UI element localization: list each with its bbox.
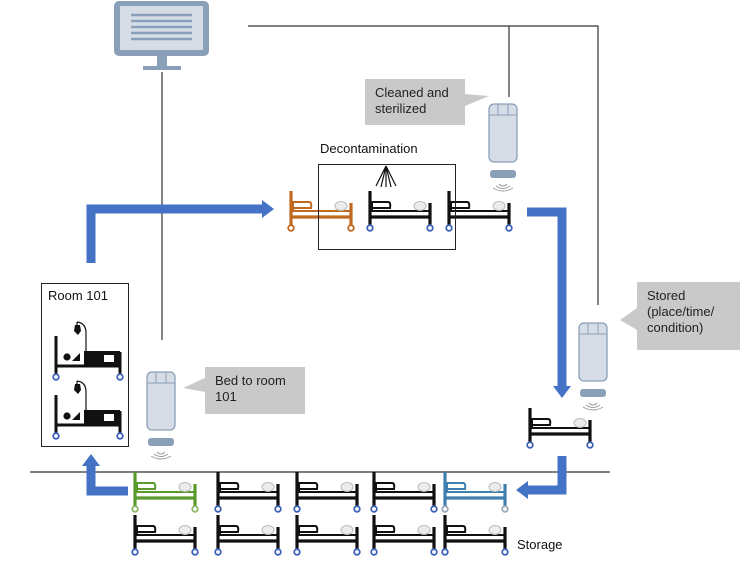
arrow-storage-to-room <box>82 454 128 496</box>
callout-line: condition) <box>647 320 704 335</box>
decontamination-box <box>318 164 456 250</box>
hospital-bed-icon <box>366 191 434 232</box>
storage-bed-icon <box>370 472 438 513</box>
storage-bed-icon <box>131 515 199 556</box>
occupied-bed-with-iv-icon <box>52 321 124 381</box>
beds <box>52 191 594 556</box>
callout-line: Cleaned and <box>375 85 449 100</box>
rfid-reader-icon <box>578 322 608 411</box>
rfid-reader-icon <box>488 103 518 192</box>
stored-bed-icon <box>526 408 594 449</box>
storage-bed-icon <box>214 515 282 556</box>
rfid-readers <box>146 103 608 460</box>
arrow-decon-to-stored <box>527 207 571 398</box>
storage-bed-icon <box>441 515 509 556</box>
callout-bed-to-room: Bed to room 101 <box>205 367 305 414</box>
room-label: Room 101 <box>48 288 108 303</box>
callout-stored: Stored (place/time/ condition) <box>637 282 740 350</box>
arrowhead <box>516 481 528 499</box>
callout-pointer-stored <box>620 308 637 330</box>
decontamination-spray-icon <box>375 165 397 188</box>
hospital-bed-icon <box>445 191 513 232</box>
occupied-bed-with-iv-icon <box>52 380 124 440</box>
callout-line: 101 <box>215 389 237 404</box>
contaminated-bed-icon <box>287 191 355 232</box>
arrowhead <box>553 386 571 398</box>
arrow-room-to-decon <box>86 200 274 263</box>
arrow-stored-to-storage <box>516 456 567 499</box>
callout-line: Stored <box>647 288 686 303</box>
storage-bed-icon <box>293 515 361 556</box>
storage-bed-icon <box>214 472 282 513</box>
storage-bed-icon <box>441 472 509 513</box>
flow-arrows <box>82 200 571 499</box>
decontamination-label: Decontamination <box>320 141 418 156</box>
arrowhead <box>82 454 100 466</box>
callout-line: sterilized <box>375 101 427 116</box>
room-101-box <box>41 283 129 447</box>
storage-bed-icon <box>293 472 361 513</box>
computer-monitor-icon <box>114 1 209 70</box>
callout-line: (place/time/ <box>647 304 715 319</box>
storage-bed-icon <box>131 472 199 513</box>
monitor-to-readers-line <box>248 25 599 305</box>
callout-cleaned-sterilized: Cleaned and sterilized <box>365 79 465 125</box>
storage-label: Storage <box>517 537 563 552</box>
callout-pointer-cleaned <box>465 94 489 106</box>
rfid-reader-icon <box>146 371 176 460</box>
callout-pointer-bed-to-room <box>183 378 205 392</box>
storage-bed-icon <box>370 515 438 556</box>
callout-line: Bed to room <box>215 373 286 388</box>
arrowhead <box>262 200 274 218</box>
